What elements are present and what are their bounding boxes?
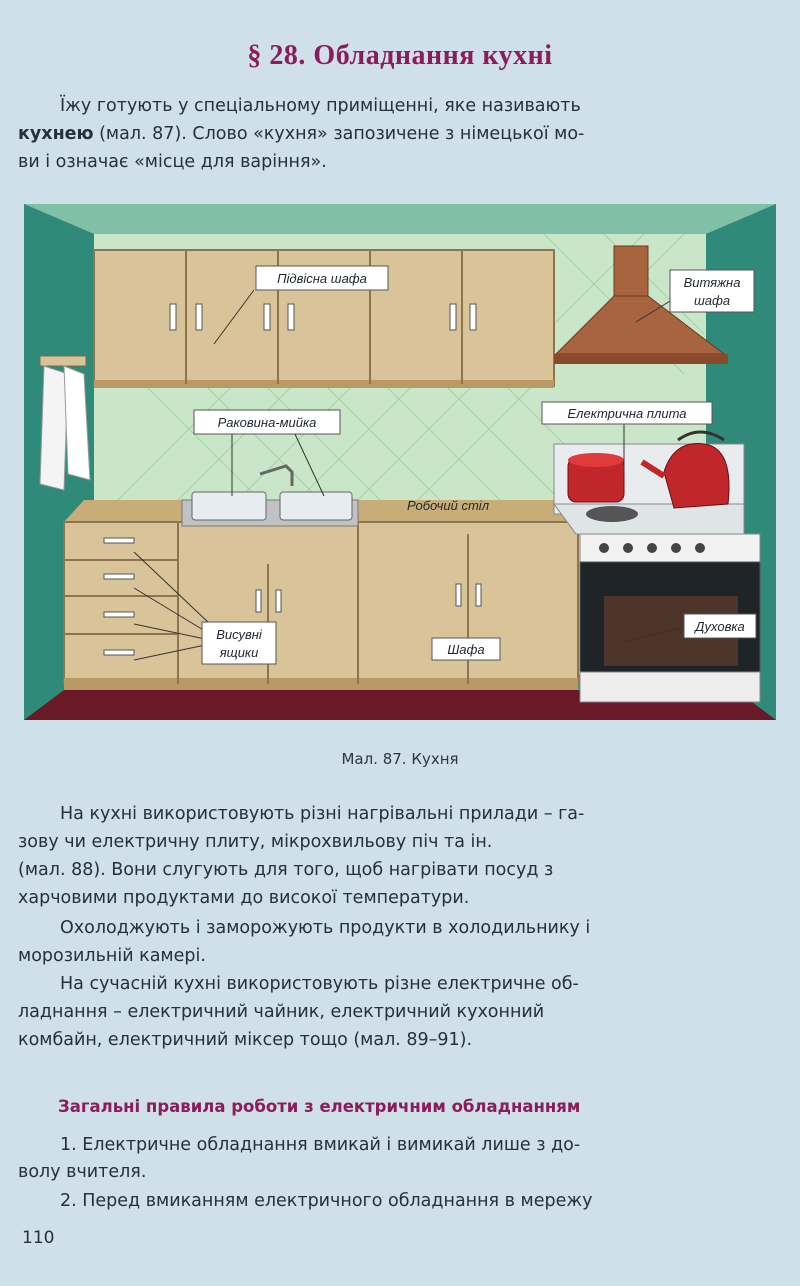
paragraph-heating: На кухні використовують різні нагрівальн… [18, 804, 585, 908]
label-range-hood: Витяжна шафа [669, 269, 755, 313]
label-wall-cabinet: Підвісна шафа [255, 265, 389, 291]
svg-text:Витяжна: Витяжна [684, 275, 741, 290]
sink [181, 464, 359, 527]
intro-line-1: Їжу готують у спеціальному приміщенні, я… [60, 96, 581, 116]
intro-line-3: ви і означає «місце для варіння». [18, 152, 327, 172]
range-hood [554, 245, 728, 364]
rule-1: 1. Електричне обладнання вмикай і вимика… [18, 1135, 581, 1182]
kitchen-illustration: Підвісна шафа Витяжна шафа Раковина-мийк… [24, 204, 776, 720]
paragraph-electric: На сучасній кухні використовують різне е… [18, 974, 579, 1050]
svg-text:ящики: ящики [219, 645, 259, 660]
svg-text:Духовка: Духовка [693, 619, 745, 634]
svg-text:шафа: шафа [694, 293, 730, 308]
figure-caption: Мал. 87. Кухня [341, 750, 459, 768]
paragraph-cooling: Охолоджують і заморожують продукти в хол… [18, 918, 591, 966]
svg-text:Раковина-мийка: Раковина-мийка [218, 415, 317, 430]
base-cabinets [63, 500, 579, 690]
rule-2: 2. Перед вмиканням електричного обладнан… [60, 1191, 593, 1211]
intro-paragraph: Їжу готують у спеціальному приміщенні, я… [18, 92, 780, 176]
electric-stove [553, 430, 761, 703]
label-sink: Раковина-мийка [193, 409, 341, 435]
term-kitchen: кухнею [18, 124, 94, 144]
section-heading: § 28. Обладнання кухні [247, 40, 553, 71]
label-oven: Духовка [683, 613, 757, 639]
label-worktop: Робочий стіл [407, 498, 490, 513]
rules-heading: Загальні правила роботи з електричним об… [58, 1097, 581, 1116]
label-drawers: Висувні ящики [201, 621, 277, 665]
page-number: 110 [22, 1228, 55, 1248]
svg-text:Підвісна шафа: Підвісна шафа [277, 271, 367, 286]
intro-line-2: кухнею (мал. 87). Слово «кухня» запозиче… [18, 124, 585, 144]
svg-text:Висувні: Висувні [216, 627, 263, 642]
svg-text:Шафа: Шафа [447, 642, 484, 657]
svg-text:Електрична плита: Електрична плита [567, 406, 686, 421]
label-cabinet: Шафа [431, 637, 501, 661]
label-electric-stove: Електрична плита [541, 401, 713, 425]
svg-text:Робочий стіл: Робочий стіл [407, 498, 490, 513]
